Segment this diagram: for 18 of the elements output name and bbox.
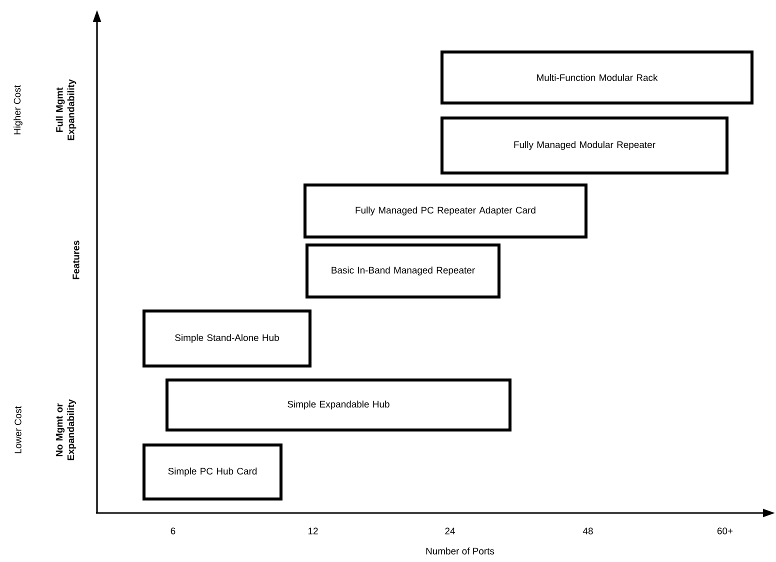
product-box: Fully Managed Modular Repeater (440, 116, 728, 174)
axis-title: Number of Ports (426, 548, 494, 554)
tick-label: 12 (308, 528, 318, 534)
tick-label: 24 (445, 528, 455, 534)
axis-label: No Mgmt or Expandability (56, 399, 76, 460)
tick-label: 6 (170, 528, 176, 534)
product-box: Simple Expandable Hub (166, 378, 512, 432)
axis-label: Higher Cost (14, 85, 22, 134)
product-box: Simple PC Hub Card (142, 444, 282, 500)
axis-label: Lower Cost (14, 406, 22, 454)
axis-label: Features (72, 240, 80, 280)
axis-label: Full Mgmt Expandability (56, 79, 76, 140)
product-box: Fully Managed PC Repeater Adapter Card (304, 184, 588, 238)
product-box: Multi-Function Modular Rack (440, 50, 754, 104)
product-box: Simple Stand-Alone Hub (142, 310, 312, 368)
tick-label: 48 (582, 528, 593, 534)
product-box: Basic In-Band Managed Repeater (306, 244, 500, 298)
tick-label: 60+ (717, 528, 733, 534)
